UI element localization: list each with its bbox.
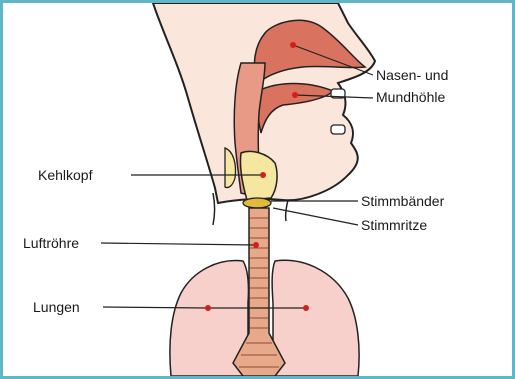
left-lung-marker [205, 305, 211, 311]
larynx-marker [260, 172, 266, 178]
lower-teeth [331, 125, 345, 134]
nasal-marker [290, 42, 296, 48]
label-mundhoehle: Mundhöhle [376, 89, 445, 105]
respiratory-diagram: Nasen- und Mundhöhle Kehlkopf Stimmbände… [3, 3, 512, 376]
label-stimmbaender: Stimmbänder [361, 193, 445, 209]
right-lung [272, 260, 359, 376]
trachea-marker [253, 242, 259, 248]
label-stimmritze: Stimmritze [361, 217, 427, 233]
label-kehlkopf: Kehlkopf [38, 167, 93, 183]
larynx [240, 151, 277, 200]
label-luftroehre: Luftröhre [23, 235, 79, 251]
right-lung-marker [303, 305, 309, 311]
vocal-cords [243, 198, 271, 208]
label-nasen: Nasen- und [376, 67, 448, 83]
label-lungen: Lungen [33, 299, 80, 315]
oral-marker [292, 92, 298, 98]
